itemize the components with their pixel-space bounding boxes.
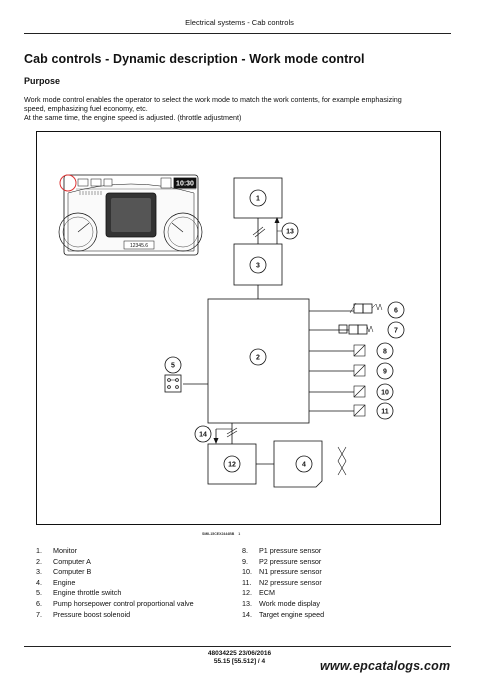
legend-item: 4.Engine <box>36 577 76 587</box>
legend-item: 9.P2 pressure sensor <box>242 556 322 566</box>
figure-reference-code: SMIL15CEX2444BB <box>202 532 235 536</box>
diagram-frame <box>36 131 441 525</box>
footer-page-ref: 55.15 [55.512] / 4 <box>213 658 266 665</box>
page-title: Cab controls - Dynamic description - Wor… <box>24 52 365 66</box>
section-subtitle: Purpose <box>24 76 61 86</box>
paragraph-line-1: Work mode control enables the operator t… <box>24 95 402 104</box>
callout-1: 1 <box>256 196 260 203</box>
callout-13: 13 <box>286 229 294 236</box>
callout-2: 2 <box>256 355 260 362</box>
monitor-hours: 12345.6 <box>130 243 148 249</box>
callout-11: 11 <box>381 409 389 416</box>
legend-item: 1.Monitor <box>36 546 77 555</box>
legend-item: 12.ECM <box>242 588 275 598</box>
legend-item: 11.N2 pressure sensor <box>242 577 322 587</box>
callout-circles <box>164 189 405 473</box>
watermark: www.epcatalogs.com <box>320 659 451 673</box>
legend-item: 5.Engine throttle switch <box>36 588 122 598</box>
legend-item: 14.Target engine speed <box>242 609 325 619</box>
figure-reference: SMIL15CEX2444BB 1 <box>202 532 240 536</box>
paragraph-line-2: speed, emphasizing fuel economy, etc. <box>24 104 148 113</box>
callout-9: 9 <box>383 369 387 376</box>
solenoid-valve-symbol <box>338 324 374 335</box>
proportional-valve-symbol <box>349 302 383 314</box>
footer-rule <box>24 646 451 647</box>
pressure-sensor-symbols <box>353 344 366 417</box>
legend-item: 2.Computer A <box>36 556 91 566</box>
legend-right: 8.P1 pressure sensor 9.P2 pressure senso… <box>242 546 324 620</box>
monitor-display <box>58 174 203 256</box>
work-mode-diagram: 1 2 3 4 5 6 7 8 9 10 11 12 13 14 10:30 1… <box>58 174 405 488</box>
paragraph-line-3: At the same time, the engine speed is ad… <box>24 113 242 122</box>
callout-4: 4 <box>302 462 306 469</box>
callout-7: 7 <box>394 328 398 335</box>
callout-5: 5 <box>171 363 175 370</box>
throttle-switch-symbol <box>164 374 182 393</box>
callout-12: 12 <box>228 462 236 469</box>
legend-item: 6.Pump horsepower control proportional v… <box>36 598 194 608</box>
running-head: Electrical systems - Cab controls <box>185 18 294 27</box>
footer-doc-code: 48034225 23/06/2016 <box>207 650 272 657</box>
purpose-paragraph: Work mode control enables the operator t… <box>24 95 456 122</box>
legend-item: 8.P1 pressure sensor <box>242 546 322 555</box>
monitor-clock: 10:30 <box>176 181 194 188</box>
callout-6: 6 <box>394 308 398 315</box>
legend-item: 10.N1 pressure sensor <box>242 567 322 577</box>
header-rule <box>24 33 451 34</box>
legend-item: 13.Work mode display <box>242 598 320 608</box>
callout-10: 10 <box>381 390 389 397</box>
callout-8: 8 <box>383 349 387 356</box>
callout-3: 3 <box>256 263 260 270</box>
legend-item: 3.Computer B <box>36 567 92 577</box>
footer: 48034225 23/06/2016 55.15 [55.512] / 4 <box>0 650 479 666</box>
callout-14: 14 <box>199 432 207 439</box>
legend-item: 7.Pressure boost solenoid <box>36 609 131 619</box>
figure-reference-index: 1 <box>238 532 241 536</box>
legend-left: 1.Monitor 2.Computer A 3.Computer B 4.En… <box>36 546 194 620</box>
